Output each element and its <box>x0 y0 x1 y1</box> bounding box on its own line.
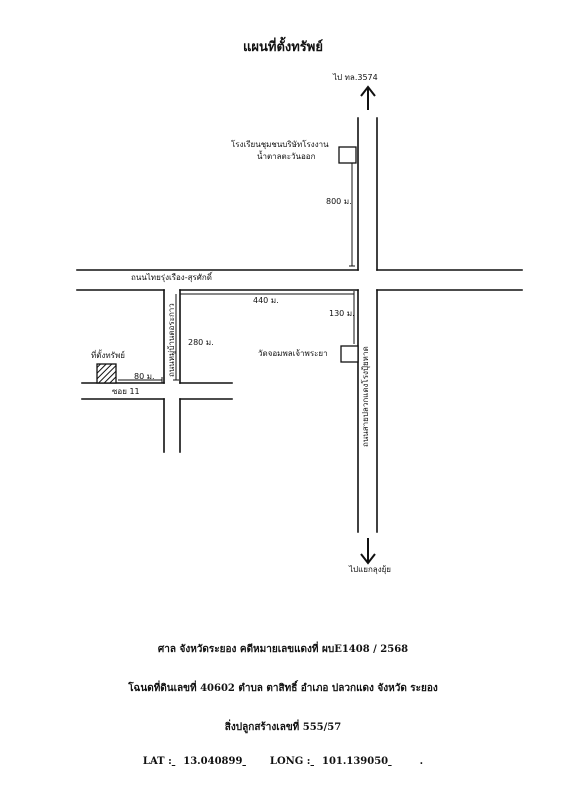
long-label: LONG : <box>269 756 311 767</box>
label-dist-130: 130 ม. <box>329 309 355 318</box>
label-property: ที่ตั้งทรัพย์ <box>91 351 125 360</box>
temple-marker <box>340 345 359 363</box>
footer-line2: โฉนดที่ดินเลขที่ 40602 ตำบล ตาสิทธิ์ อำเ… <box>128 683 438 694</box>
label-road-main-v: ถนนสายปลวกแดงโรงปุ้ยหาด <box>361 346 370 447</box>
lat-value: 13.040899 <box>183 756 243 767</box>
footer-coordinates: LAT : 13.040899 LONG : 101.139050 . <box>0 756 566 767</box>
north-arrow-head <box>360 85 376 97</box>
lat-label: LAT : <box>142 756 172 767</box>
footer-line3: สิ่งปลูกสร้างเลขที่ 555/57 <box>224 722 342 733</box>
label-soi: ซอย 11 <box>112 387 140 396</box>
page-title: แผนที่ตั้งทรัพย์ <box>243 40 323 55</box>
footer-deed: โฉนดที่ดินเลขที่ 40602 ตำบล ตาสิทธิ์ อำเ… <box>0 681 566 696</box>
label-to-south: ไปแยกลุงยุ้ย <box>349 565 391 574</box>
footer-building: สิ่งปลูกสร้างเลขที่ 555/57 <box>0 720 566 735</box>
label-to-north: ไป ทล.3574 <box>333 73 378 82</box>
label-dist-80: 80 ม. <box>134 372 155 381</box>
school-marker <box>338 146 357 164</box>
footer-court-case: ศาล จังหวัดระยอง คดีหมายเลขแดงที่ ผบE140… <box>0 642 566 657</box>
label-road-main-h: ถนนไทยรุ่งเรือง-สุรศักดิ์ <box>131 273 212 282</box>
label-dist-800: 800 ม. <box>326 197 352 206</box>
label-school-line1: โรงเรียนชุมชนบริษัทโรงงาน <box>231 140 329 149</box>
label-dist-280: 280 ม. <box>188 338 214 347</box>
trailing-dot: . <box>419 756 424 767</box>
label-dist-440: 440 ม. <box>253 296 279 305</box>
label-temple: วัดจอมพลเจ้าพระยา <box>258 349 328 358</box>
label-road-village: ถนนหมู่บ้านตอระกาว <box>167 303 176 377</box>
south-arrow-head <box>360 553 376 565</box>
long-value: 101.139050 <box>322 756 389 767</box>
property-marker <box>96 363 117 384</box>
label-school-line2: น้ำตาลตะวันออก <box>257 152 316 161</box>
footer-line1: ศาล จังหวัดระยอง คดีหมายเลขแดงที่ ผบE140… <box>157 644 409 655</box>
